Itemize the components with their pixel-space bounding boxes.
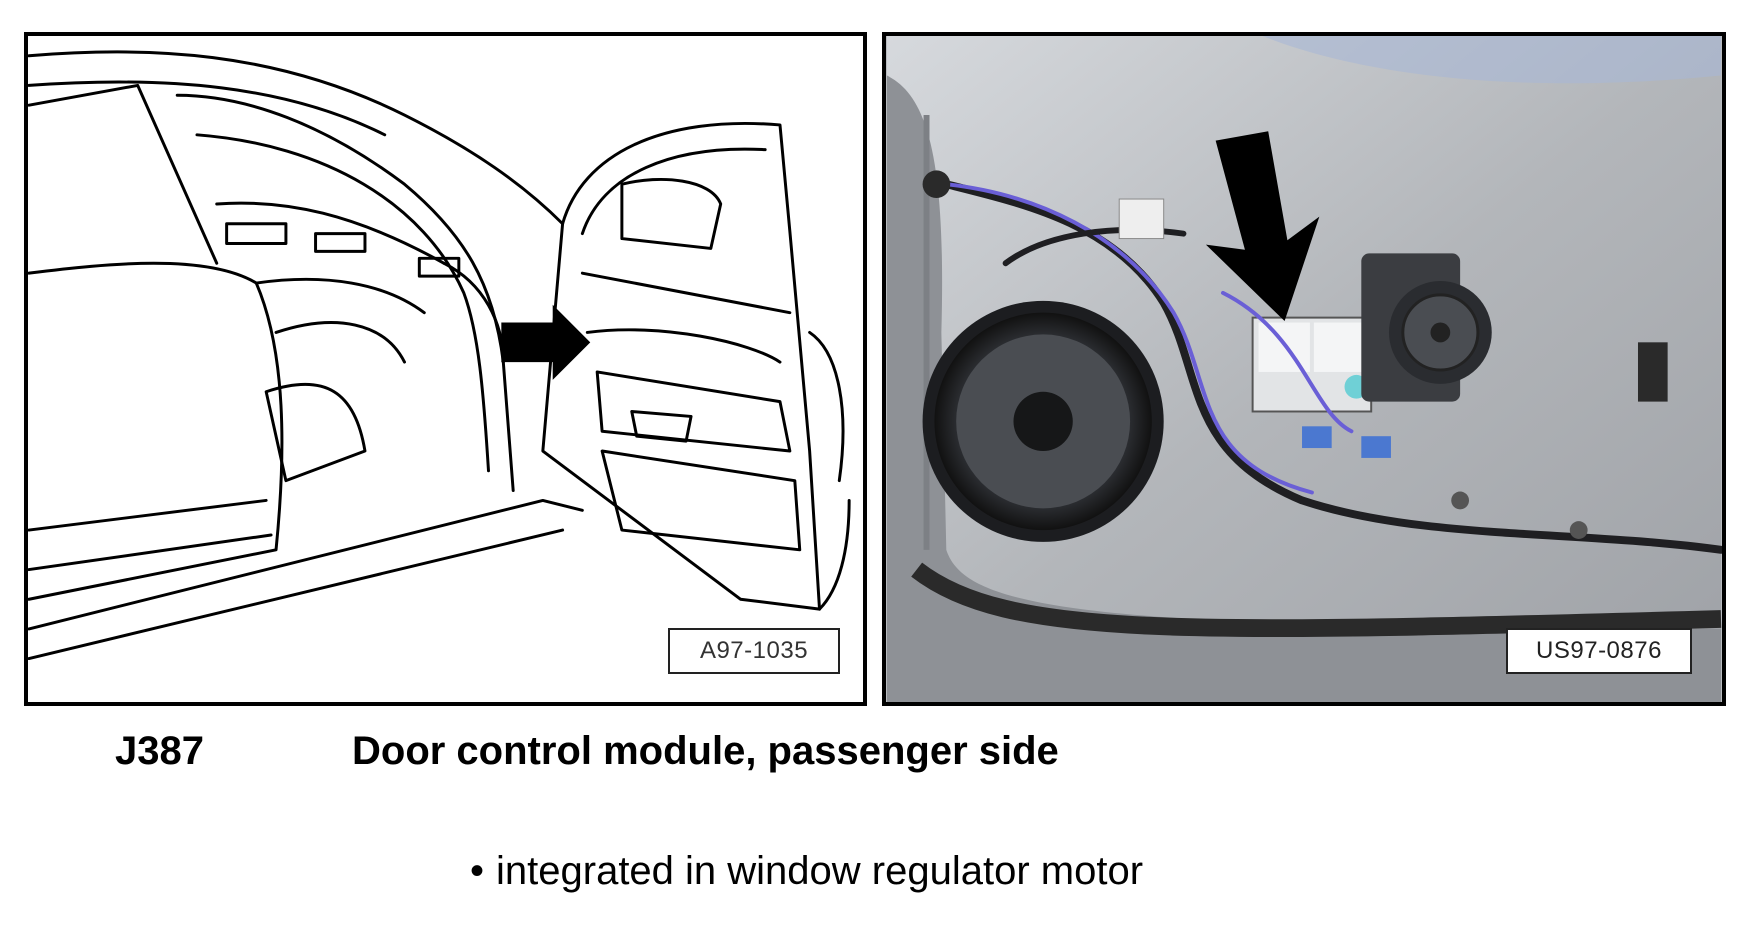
bullet-icon: •: [470, 849, 485, 893]
arrow-down-icon: [1205, 131, 1320, 322]
figure-reference-label: A97-1035: [668, 628, 840, 674]
component-code: J387: [115, 729, 204, 773]
note-text: integrated in window regulator motor: [496, 849, 1144, 893]
door-interior-photo: US97-0876: [882, 32, 1726, 706]
door-line-drawing: A97-1035: [24, 32, 867, 706]
arrow-right-icon: [501, 304, 591, 380]
note-item: •integrated in window regulator motor: [470, 848, 1143, 894]
car-door-illustration: [28, 50, 851, 661]
figure-reference-label: US97-0876: [1506, 628, 1692, 674]
door-interior-illustration: [887, 36, 1722, 702]
component-title: Door control module, passenger side: [352, 729, 1059, 773]
